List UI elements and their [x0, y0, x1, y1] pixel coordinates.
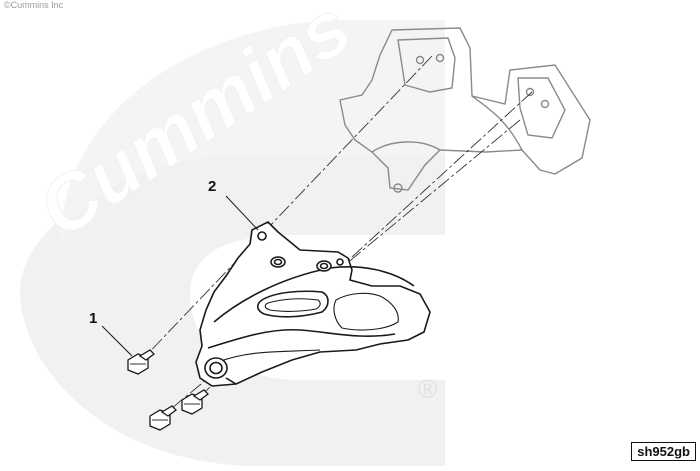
registered-mark: ®: [418, 374, 437, 404]
callout-item-2: 2: [208, 178, 217, 195]
flange-bolt: [181, 389, 209, 415]
callout-item-1: 1: [89, 310, 98, 327]
drawing-id-label: sh952gb: [631, 442, 696, 461]
flange-bolt: [149, 405, 177, 431]
copyright-notice: ©Cummins Inc: [4, 0, 64, 10]
leader-line-item-2: [225, 195, 259, 231]
heat-shield: [195, 221, 431, 387]
exhaust-manifold-phantom: [339, 27, 591, 193]
flange-bolt: [127, 349, 155, 375]
cummins-watermark: Cummins ®: [20, 0, 445, 466]
leader-line-item-1: [101, 325, 133, 357]
